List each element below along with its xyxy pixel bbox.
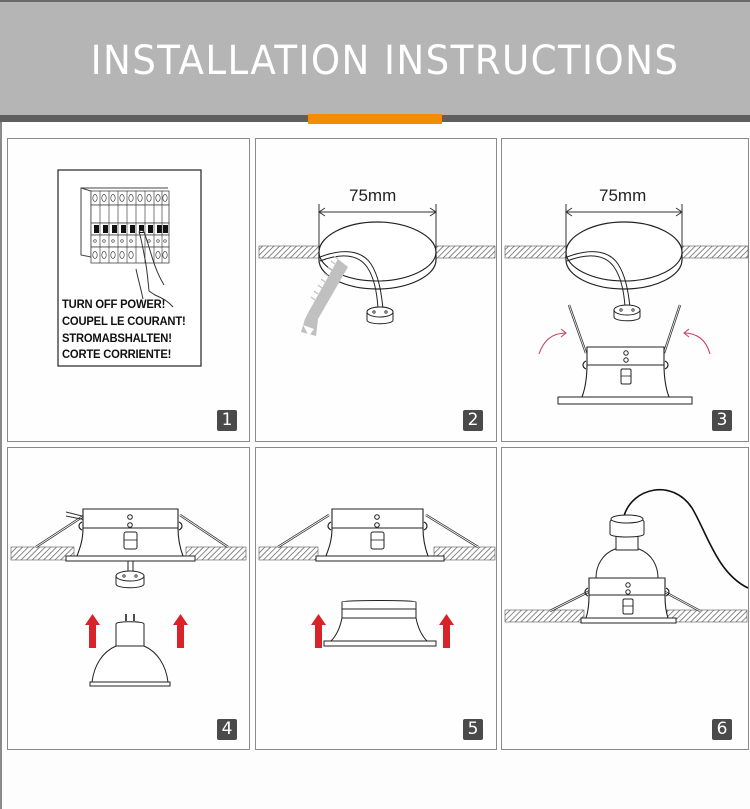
hole-diameter-label: 75mm [599, 186, 647, 205]
warning-line-3: STROMABSHALTEN! [62, 331, 172, 345]
step-panel-4: 4 [7, 447, 250, 750]
page-title: INSTALLATION INSTRUCTIONS [90, 38, 680, 84]
page-left-border [0, 122, 2, 809]
insert-module-illustration [258, 508, 496, 648]
saw-icon [301, 259, 348, 336]
installed-fixture-illustration [504, 489, 749, 624]
step-panel-3: 75mm 3 [501, 138, 749, 442]
up-arrow-icon [311, 614, 454, 648]
step-number-badge: 3 [712, 410, 732, 431]
breaker-panel-illustration [57, 169, 202, 367]
header-banner: INSTALLATION INSTRUCTIONS [0, 0, 750, 115]
up-arrow-icon [85, 614, 188, 648]
step-number-badge: 1 [217, 410, 237, 431]
step-panel-5: 5 [255, 447, 497, 750]
insert-bulb-illustration [10, 508, 247, 687]
warning-line-4: CORTE CORRIENTE! [62, 347, 172, 361]
step-panel-6: 6 [501, 447, 749, 750]
warning-line-2: COUPEL LE COURANT! [62, 314, 186, 328]
header-accent-bar [308, 114, 442, 124]
step-panel-1: TURN OFF POWER! COUPEL LE COURANT! STROM… [7, 138, 250, 442]
fixture-springs-illustration [504, 204, 749, 405]
warning-line-1: TURN OFF POWER! [62, 297, 166, 311]
step-number-badge: 6 [712, 719, 732, 740]
hole-diameter-label: 75mm [349, 186, 397, 205]
step-number-badge: 5 [463, 719, 483, 740]
step-panel-2: 75mm 2 [255, 138, 497, 442]
step-number-badge: 4 [217, 719, 237, 740]
step-number-badge: 2 [463, 410, 483, 431]
ceiling-hole-illustration [258, 204, 496, 336]
